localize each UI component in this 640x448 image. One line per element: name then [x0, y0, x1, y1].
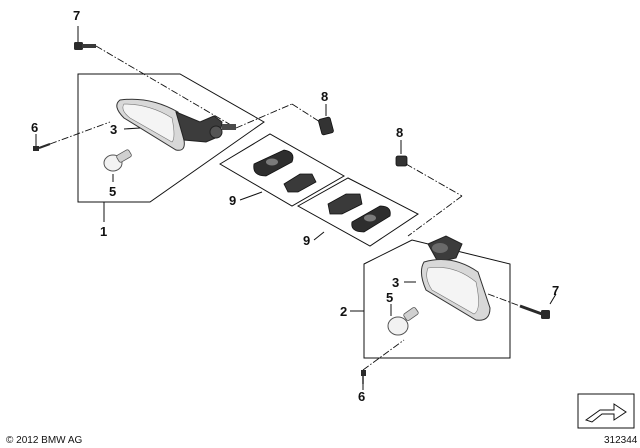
adapter-plate-lower — [327, 193, 391, 233]
callout-8-lower: 8 — [396, 125, 403, 140]
assembly-frame-right — [363, 239, 511, 359]
callout-3-left: 3 — [110, 122, 117, 137]
indicator-right — [420, 235, 491, 321]
callout-6-bottom: 6 — [358, 389, 365, 404]
callout-3-right: 3 — [392, 275, 399, 290]
callout-5-left: 5 — [109, 184, 116, 199]
copyright-text: © 2012 BMW AG — [6, 435, 83, 446]
callout-9-upper: 9 — [229, 193, 236, 208]
adapter-plate-upper — [253, 149, 317, 193]
callout-6-left: 6 — [31, 120, 38, 135]
callout-7-top: 7 — [73, 8, 80, 23]
assembly-frame-left — [77, 73, 265, 203]
indicator-left — [116, 98, 236, 151]
callout-2: 2 — [340, 304, 347, 319]
screw-top-left — [74, 42, 96, 50]
rubber-pad-upper — [318, 116, 334, 136]
screw-left — [33, 143, 51, 151]
bulb-left — [103, 149, 132, 172]
bulb-right — [387, 307, 419, 336]
adapter-frame-upper — [219, 133, 346, 207]
callout-8-upper: 8 — [321, 89, 328, 104]
callout-9-lower: 9 — [303, 233, 310, 248]
callout-1: 1 — [100, 224, 107, 239]
diagram-number: 312344 — [604, 435, 638, 446]
screw-bottom — [361, 370, 366, 384]
arrow-box-icon — [577, 393, 635, 429]
callout-5-right: 5 — [386, 290, 393, 305]
screw-right — [519, 304, 550, 319]
adapter-frame-lower — [296, 177, 419, 247]
callout-7-right: 7 — [552, 283, 559, 298]
rubber-pad-lower — [395, 155, 408, 167]
